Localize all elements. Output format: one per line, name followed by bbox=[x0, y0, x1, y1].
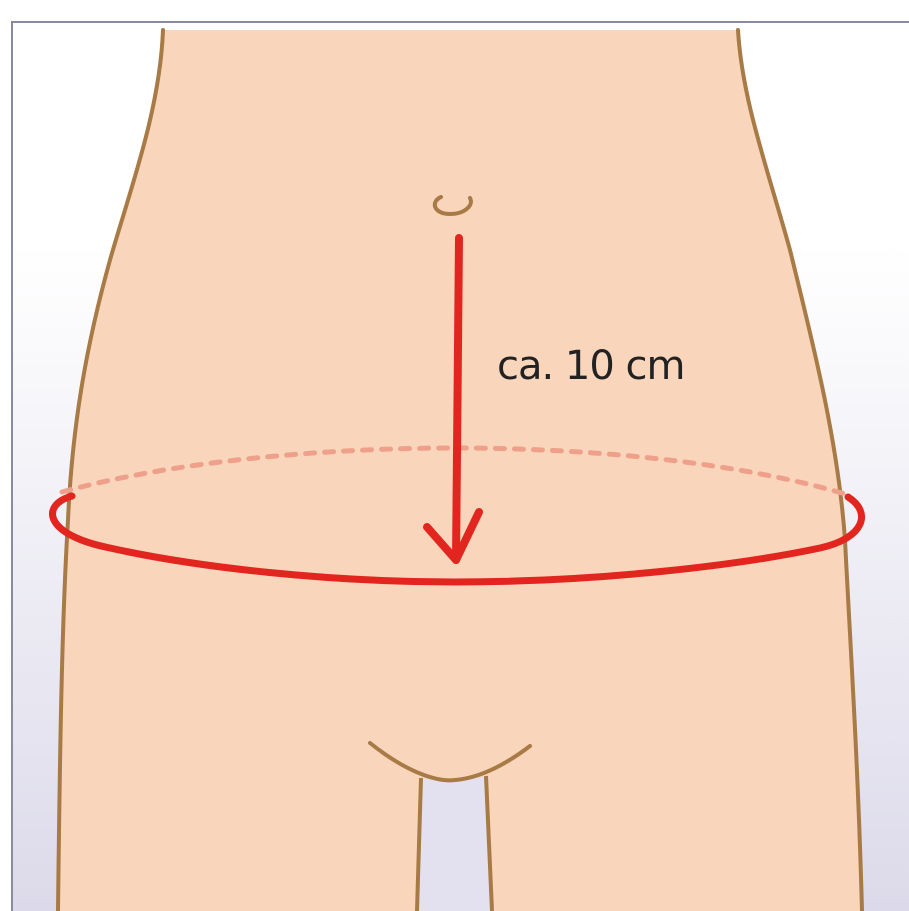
measurement-arrow-shaft bbox=[456, 238, 459, 560]
leg-gap bbox=[417, 776, 492, 911]
distance-label: ca. 10 cm bbox=[497, 342, 685, 390]
